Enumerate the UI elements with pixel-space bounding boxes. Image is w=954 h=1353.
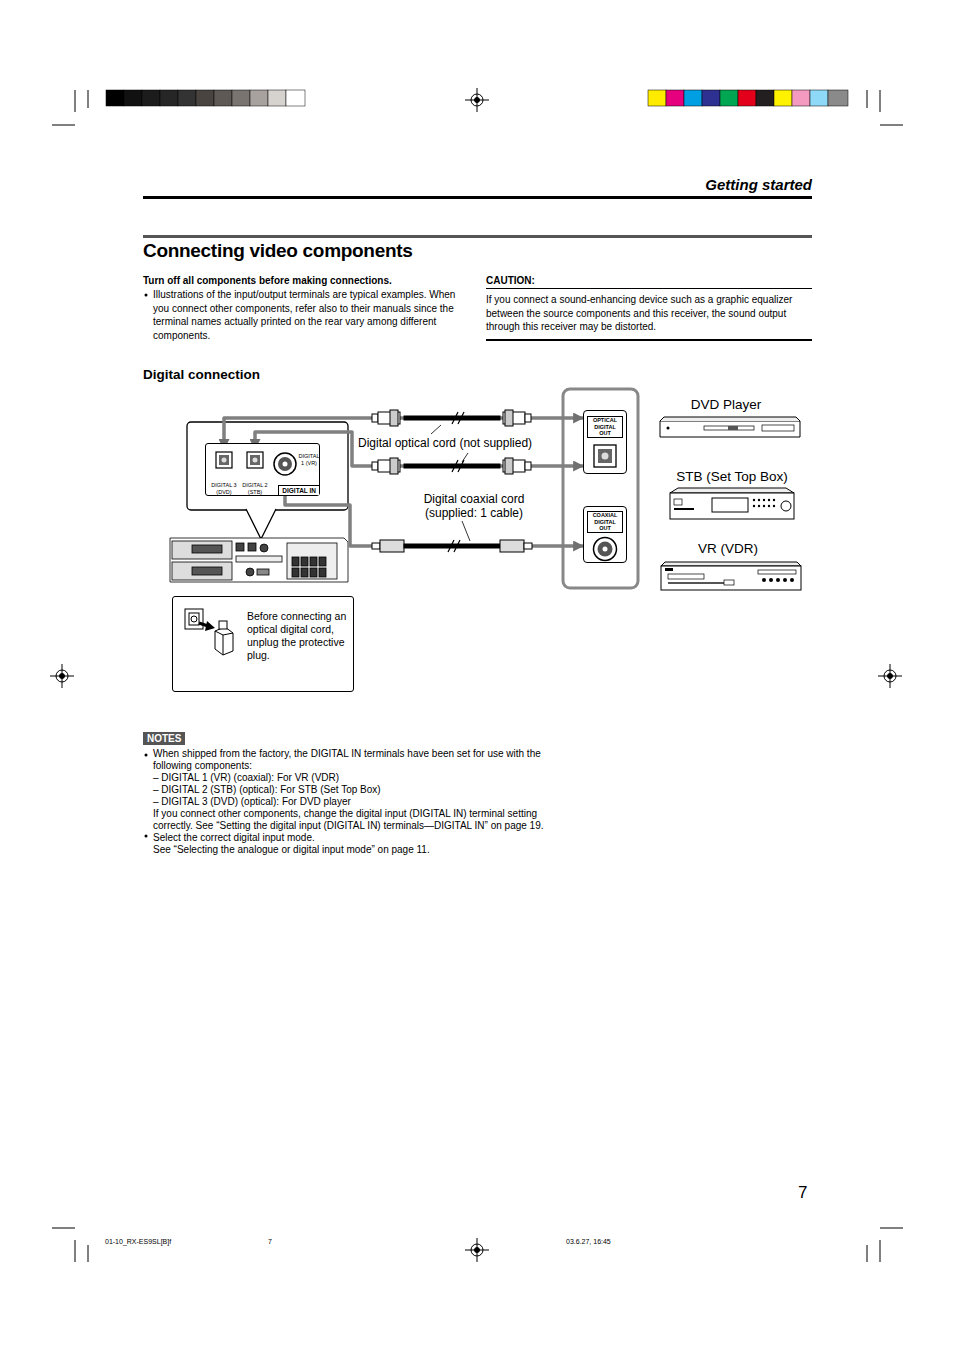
coaxial-jack: DIGITAL 1 (VR) bbox=[272, 451, 320, 477]
receiver-rear-panel bbox=[170, 538, 348, 582]
note-text: If you connect other components, change … bbox=[153, 808, 573, 832]
optical-output-terminal: OPTICAL DIGITAL OUT bbox=[583, 410, 627, 474]
optical-jack-symbol bbox=[246, 451, 264, 469]
device-label: STB (Set Top Box) bbox=[662, 469, 802, 484]
note-text: Before connecting an optical digital cor… bbox=[247, 610, 347, 662]
crop-marks bbox=[52, 90, 903, 1262]
caution-text: If you connect a sound-enhancing device … bbox=[486, 293, 812, 334]
set-top-box: STB (Set Top Box) bbox=[662, 469, 802, 522]
terminal-label: OPTICAL DIGITAL OUT bbox=[587, 416, 623, 438]
caution-heading: CAUTION: bbox=[486, 275, 812, 289]
notes-heading: NOTES bbox=[147, 733, 181, 744]
video-recorder: VR (VDR) bbox=[658, 541, 804, 592]
optical-jack: DIGITAL 3 (DVD) bbox=[209, 449, 239, 495]
protective-plug-illustration bbox=[183, 607, 239, 657]
receiver-inset-frame bbox=[187, 422, 348, 510]
page-number: 7 bbox=[798, 1183, 818, 1203]
jack-label: DIGITAL 2 (STB) bbox=[240, 482, 270, 495]
optical-cord-top bbox=[372, 410, 531, 426]
terminal-label: COAXIAL DIGITAL OUT bbox=[587, 511, 623, 533]
video-recorder-drawing bbox=[658, 560, 804, 592]
note-item: – DIGITAL 1 (VR) (coaxial): For VR (VDR) bbox=[153, 772, 565, 784]
note-item: – DIGITAL 3 (DVD) (optical): For DVD pla… bbox=[153, 796, 565, 808]
coaxial-cord bbox=[372, 540, 532, 552]
instruction: Turn off all components before making co… bbox=[143, 275, 473, 286]
coaxial-output-symbol bbox=[592, 536, 618, 562]
panel-label: DIGITAL IN bbox=[278, 485, 319, 495]
optical-jack: DIGITAL 2 (STB) bbox=[240, 449, 270, 495]
caution-box: CAUTION: If you connect a sound-enhancing… bbox=[486, 275, 812, 341]
note-text: When shipped from the factory, the DIGIT… bbox=[153, 748, 565, 772]
note-box: Before connecting an optical digital cor… bbox=[172, 596, 354, 692]
dvd-player: DVD Player bbox=[656, 397, 806, 441]
header-rule bbox=[143, 196, 812, 199]
note-item: – DIGITAL 2 (STB) (optical): For STB (Se… bbox=[153, 784, 565, 796]
cord-label: Digital coaxial cord (supplied: 1 cable) bbox=[418, 492, 530, 520]
note-text: Select the correct digital input mode. bbox=[153, 832, 565, 844]
digital-in-panel: DIGITAL IN DIGITAL 3 (DVD)DIGITAL 2 (STB)… bbox=[205, 443, 320, 496]
cord-label: Digital optical cord (not supplied) bbox=[358, 436, 558, 450]
device-label: DVD Player bbox=[646, 397, 806, 412]
page-title: Connecting video components bbox=[143, 240, 563, 262]
dvd-player-drawing bbox=[656, 415, 804, 441]
optical-jack-symbol bbox=[215, 451, 233, 469]
title-rule bbox=[143, 235, 812, 238]
section-header: Getting started bbox=[650, 176, 812, 193]
footer-date: 03.6.27, 16:45 bbox=[566, 1238, 646, 1245]
note-text: See “Selecting the analogue or digital i… bbox=[153, 844, 565, 856]
subheading: Digital connection bbox=[143, 367, 363, 382]
coaxial-output-terminal: COAXIAL DIGITAL OUT bbox=[583, 506, 627, 563]
optical-cord-middle bbox=[372, 458, 531, 474]
device-label: VR (VDR) bbox=[652, 541, 804, 556]
jack-label: DIGITAL 1 (VR) bbox=[298, 453, 320, 466]
color-bar bbox=[648, 90, 848, 106]
cord-connector bbox=[285, 477, 583, 546]
registration-marks bbox=[50, 88, 902, 1262]
footer-page: 7 bbox=[268, 1238, 288, 1245]
set-top-box-drawing bbox=[662, 486, 802, 522]
grayscale-bar bbox=[106, 90, 305, 106]
instruction-note: Illustrations of the input/output termin… bbox=[153, 288, 465, 342]
jack-label: DIGITAL 3 (DVD) bbox=[209, 482, 239, 495]
optical-output-symbol bbox=[593, 444, 617, 468]
footer-file: 01-10_RX-ES9SL[B]f bbox=[105, 1238, 225, 1245]
coaxial-jack-symbol bbox=[272, 451, 298, 477]
inset-callout bbox=[246, 509, 276, 539]
notes-badge: NOTES bbox=[143, 732, 185, 745]
